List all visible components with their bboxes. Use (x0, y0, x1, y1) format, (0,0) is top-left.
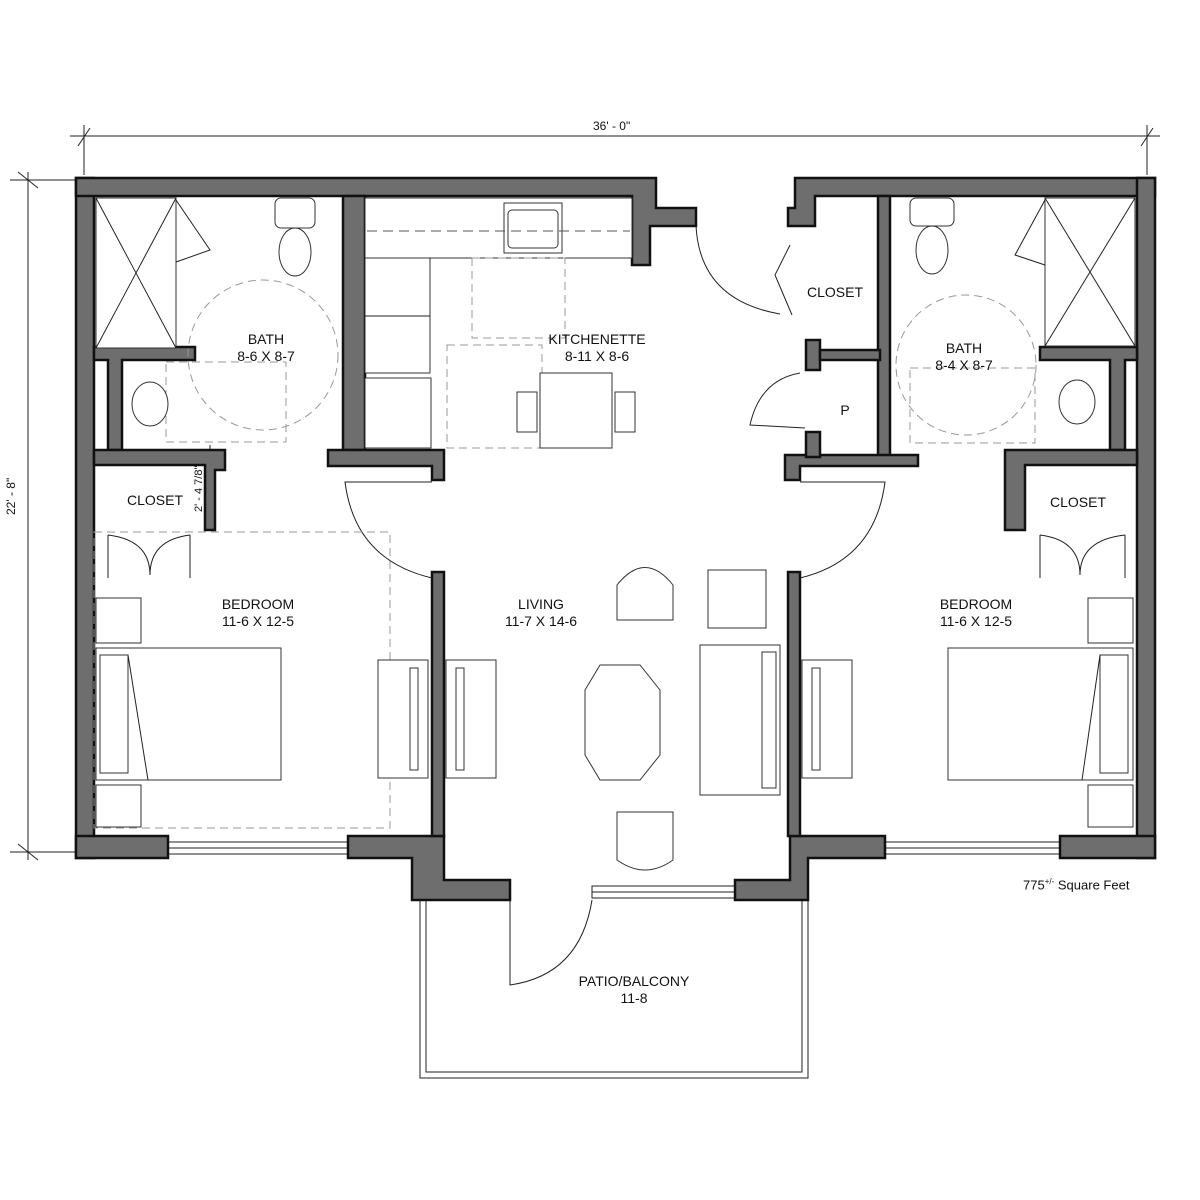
walls (74, 176, 1157, 902)
left-bedroom-furniture (93, 531, 429, 829)
room-label-closet-left: CLOSET (126, 492, 184, 508)
room-label-pantry: P (840, 402, 850, 418)
width-dimension: 36' - 0" (593, 119, 631, 133)
closet-depth-dimension: 2' - 4 7/8" (193, 465, 205, 512)
height-dimension: 22' - 8" (4, 477, 18, 515)
windows (167, 841, 1061, 899)
square-footage: 775+/- Square Feet (1023, 877, 1130, 893)
balcony-railing (419, 900, 809, 1079)
right-bedroom-furniture (801, 597, 1134, 828)
right-bath-fixtures (895, 197, 1136, 444)
room-label-closet-top: CLOSET (806, 284, 864, 300)
left-bath-fixtures (95, 197, 339, 443)
room-label-closet-right: CLOSET (1049, 494, 1107, 510)
kitchen-fixtures (364, 197, 636, 449)
doors (107, 225, 1126, 986)
living-furniture (445, 567, 781, 871)
